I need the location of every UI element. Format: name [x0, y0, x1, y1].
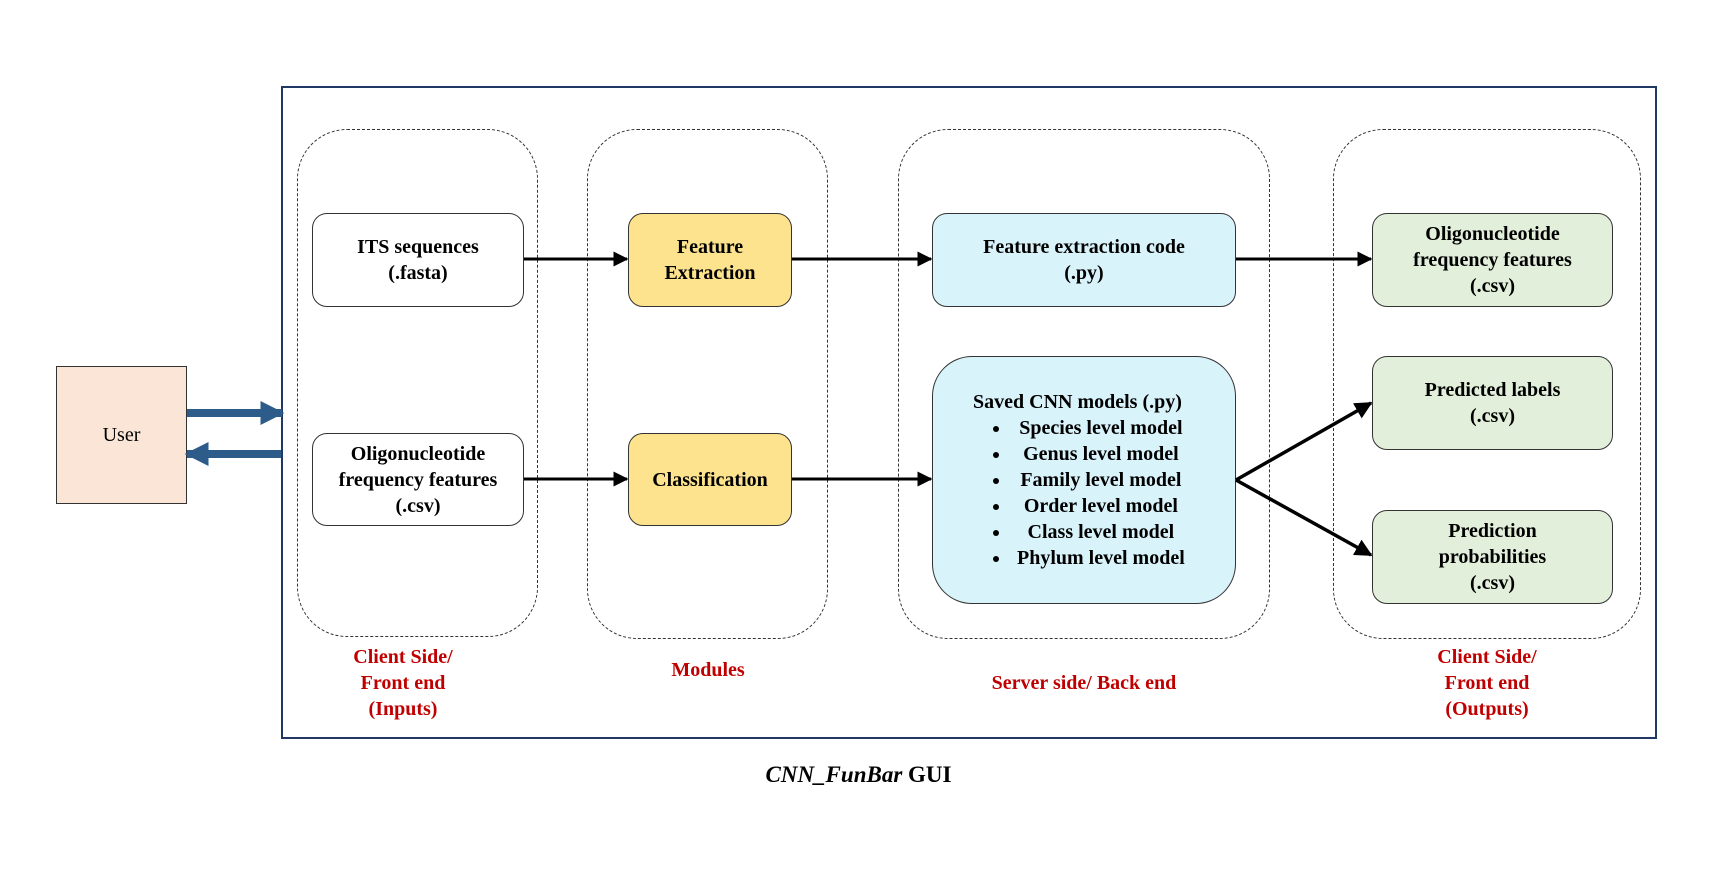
model-item: Class level model	[1011, 519, 1185, 545]
group-label-line: Server side/ Back end	[991, 672, 1177, 694]
group-label-line: Modules	[671, 659, 745, 681]
its-sequences-line: (.fasta)	[388, 262, 448, 284]
user-label: User	[102, 423, 141, 446]
server-group	[898, 129, 1270, 639]
group-label-line: Front end	[1444, 672, 1530, 694]
cnn-models-title: Saved CNN models (.py)	[973, 391, 1182, 413]
predicted-labels-line: (.csv)	[1470, 405, 1515, 427]
feature-extraction-node: Feature Extraction	[628, 213, 792, 307]
figure-caption: CNN_FunBar GUI	[0, 762, 1717, 788]
model-item: Species level model	[1011, 415, 1185, 441]
model-item: Phylum level model	[1011, 545, 1185, 571]
caption-rest: GUI	[902, 762, 952, 787]
group-label-line: Client Side/	[353, 646, 453, 668]
group-label-line: Front end	[360, 672, 446, 694]
user-box: User	[56, 366, 187, 504]
oligo-output-line: (.csv)	[1470, 275, 1515, 297]
outputs-group	[1333, 129, 1641, 639]
group-label-line: (Outputs)	[1445, 698, 1529, 720]
prediction-probabilities-node: Prediction probabilities (.csv)	[1372, 510, 1613, 604]
group-label-line: Client Side/	[1437, 646, 1537, 668]
feature-code-node: Feature extraction code (.py)	[932, 213, 1236, 307]
feature-extraction-line: Extraction	[664, 262, 756, 284]
oligo-input-line: (.csv)	[395, 494, 441, 517]
oligo-output-line: frequency features	[1413, 249, 1572, 271]
oligo-input-line: frequency features	[338, 468, 498, 491]
caption-italic: CNN_FunBar	[765, 762, 903, 787]
oligo-input-node: Oligonucleotide frequency features (.csv…	[312, 433, 524, 526]
predicted-labels-node: Predicted labels (.csv)	[1372, 356, 1613, 450]
modules-group	[587, 129, 828, 639]
cnn-models-node: Saved CNN models (.py) Species level mod…	[932, 356, 1236, 604]
inputs-group	[297, 129, 538, 637]
its-sequences-node: ITS sequences (.fasta)	[312, 213, 524, 307]
modules-group-label: Modules	[627, 657, 789, 683]
cnn-models-list: Species level model Genus level model Fa…	[971, 415, 1185, 571]
oligo-input-line: Oligonucleotide	[350, 442, 486, 465]
oligo-output-node: Oligonucleotide frequency features (.csv…	[1372, 213, 1613, 307]
its-sequences-line: ITS sequences	[357, 236, 479, 258]
prediction-probabilities-line: Prediction	[1448, 520, 1537, 542]
models-to-probabilities-arrow	[1235, 478, 1373, 557]
oligo-output-line: Oligonucleotide	[1425, 223, 1560, 245]
feature-code-line: (.py)	[1064, 262, 1104, 284]
predicted-labels-line: Predicted labels	[1424, 379, 1561, 401]
feature-extraction-line: Feature	[676, 236, 744, 258]
feature-code-line: Feature extraction code	[983, 236, 1185, 258]
inputs-group-label: Client Side/ Front end (Inputs)	[322, 644, 484, 722]
classification-line: Classification	[652, 468, 768, 491]
prediction-probabilities-line: (.csv)	[1470, 572, 1515, 594]
server-group-label: Server side/ Back end	[944, 670, 1224, 696]
model-item: Family level model	[1011, 467, 1185, 493]
group-label-line: (Inputs)	[368, 698, 438, 720]
models-to-labels-arrow	[1235, 401, 1373, 482]
classification-node: Classification	[628, 433, 792, 526]
model-item: Order level model	[1011, 493, 1185, 519]
model-item: Genus level model	[1011, 441, 1185, 467]
outputs-group-label: Client Side/ Front end (Outputs)	[1406, 644, 1568, 722]
prediction-probabilities-line: probabilities	[1438, 546, 1547, 568]
